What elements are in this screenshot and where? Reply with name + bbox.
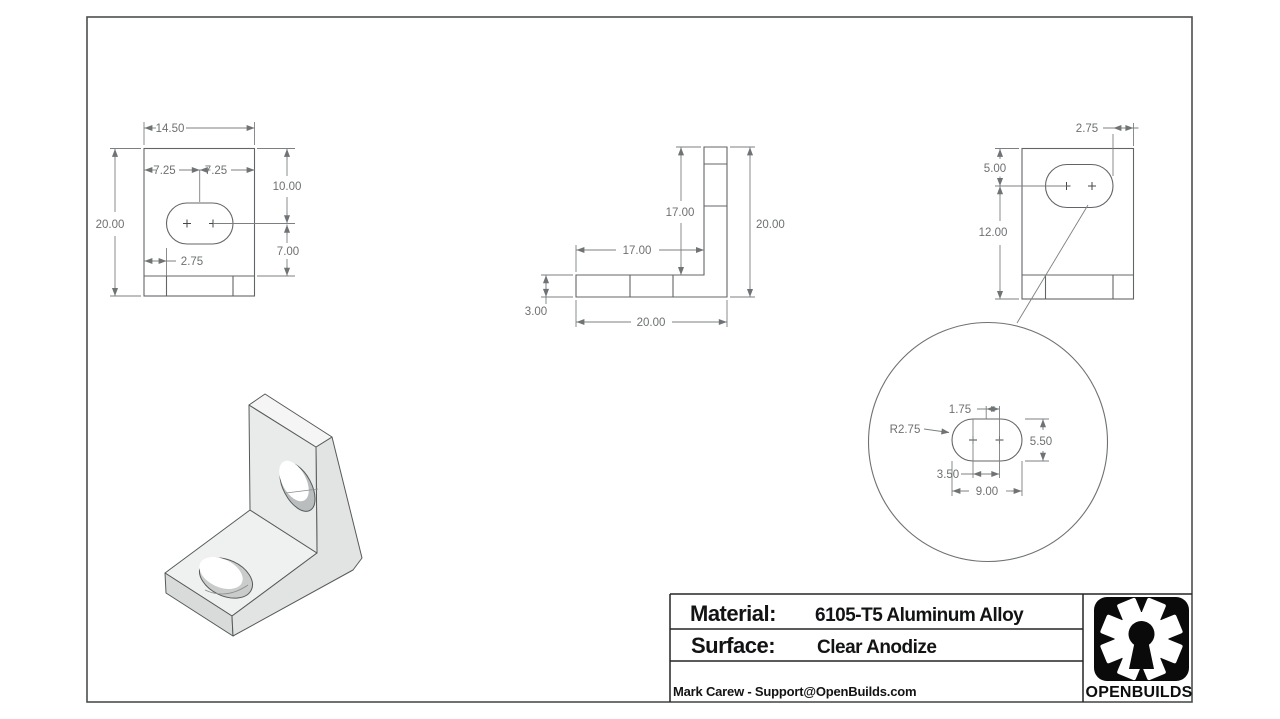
detail-leader-line (1016, 204, 1089, 324)
dim-right-top-to-slot: 5.00 (984, 163, 1006, 175)
detail-slot-center-marks (969, 436, 1004, 444)
dim-side-thickness: 3.00 (525, 306, 547, 318)
title-block: Material: 6105-T5 Aluminum Alloy Surface… (669, 593, 1193, 702)
surface-value: Clear Anodize (817, 637, 937, 658)
iso-right-face (231, 436, 363, 637)
dim-detail-center-spacing: 3.50 (937, 469, 959, 481)
dim-side-overall-length: 20.00 (637, 317, 666, 329)
dim-front-slot-right: 7.25 (205, 165, 227, 177)
front-view: 14.50 7.25 7.25 20.00 10.00 7.00 2.75 (96, 122, 302, 297)
dim-detail-slot-length: 9.00 (976, 486, 998, 498)
dim-side-leg-length: 17.00 (623, 245, 652, 257)
dim-detail-center-offset: 1.75 (949, 404, 971, 416)
right-slot-center-marks (1062, 182, 1096, 190)
dim-front-height: 20.00 (96, 219, 125, 231)
detail-slot (951, 418, 1023, 462)
dim-front-top-to-slot: 10.00 (273, 181, 302, 193)
iso-vertical-top-face (248, 393, 333, 448)
dim-detail-slot-height: 5.50 (1030, 436, 1052, 448)
credit-text: Mark Carew - Support@OpenBuilds.com (673, 684, 916, 699)
dim-front-edge-to-slot: 2.75 (181, 256, 203, 268)
material-value: 6105-T5 Aluminum Alloy (815, 605, 1024, 626)
gear-icon (1100, 597, 1183, 681)
brand-wordmark: OPENBUILDS (1086, 684, 1193, 701)
iso-upper-hole (279, 460, 319, 512)
detail-circle (867, 321, 1109, 563)
dim-side-leg-height: 17.00 (666, 207, 695, 219)
detail-view: 1.75 R2.75 5.50 3.50 9.00 (867, 321, 1109, 563)
surface-label: Surface: (691, 633, 775, 658)
dim-side-overall-height: 20.00 (756, 219, 785, 231)
side-view: 17.00 17.00 20.00 3.00 20.00 (525, 146, 785, 329)
dim-front-slot-to-base: 7.00 (277, 246, 299, 258)
openbuilds-logo: OPENBUILDS (1086, 597, 1193, 701)
front-slot-center-marks (183, 219, 217, 228)
dim-right-slot-to-bottom: 12.00 (979, 227, 1008, 239)
material-label: Material: (690, 601, 776, 626)
dim-detail-radius: R2.75 (890, 424, 921, 436)
keyhole-icon (1128, 621, 1155, 669)
dim-front-width: 14.50 (156, 123, 185, 135)
drawing-frame (86, 16, 1193, 703)
dim-right-slot-to-edge: 2.75 (1076, 123, 1098, 135)
iso-lower-hole (199, 557, 253, 599)
isometric-view (164, 393, 363, 637)
right-view: 2.75 5.00 12.00 (979, 123, 1139, 324)
dim-front-slot-left: 7.25 (153, 165, 175, 177)
